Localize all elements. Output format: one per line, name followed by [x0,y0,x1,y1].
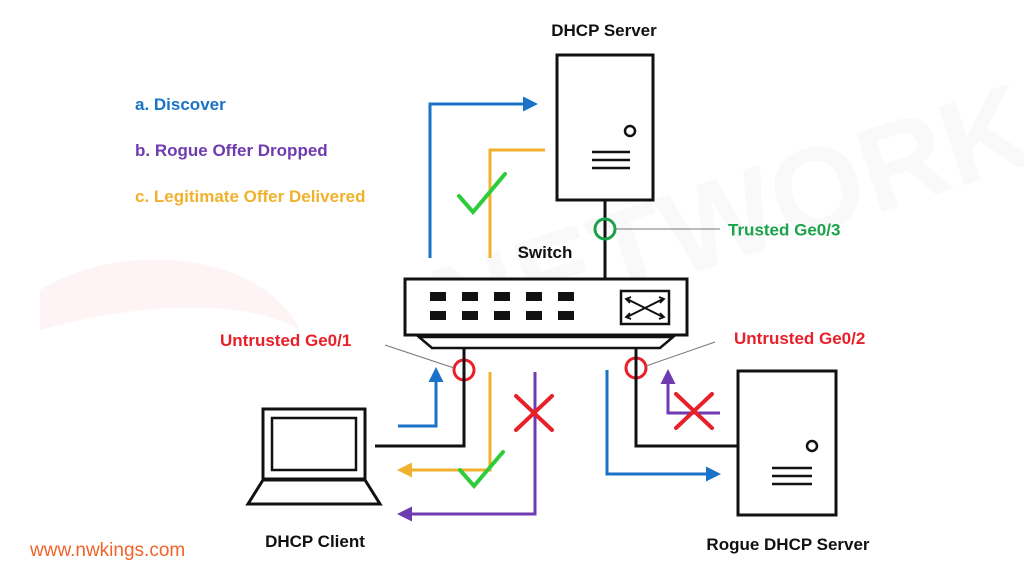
client-cable [375,349,466,448]
dhcp-server-label: DHCP Server [551,21,657,40]
rogue-server-icon [736,369,838,517]
trusted-port-label: Trusted Ge0/3 [728,220,840,239]
rogue-offer-arrow-from-rogue [660,369,720,415]
discover-arrow-to-rogue [605,370,721,482]
rogue-server-label: Rogue DHCP Server [706,535,870,554]
discover-arrow-from-client [398,367,444,428]
rogue-offer-arrow-to-client [397,372,537,522]
legit-offer-arrow-to-client [397,372,492,478]
laptop-icon [245,407,383,506]
switch-label: Switch [518,243,573,262]
untrusted-port-1-leader [384,344,455,369]
legend-rogue-dropped: b. Rogue Offer Dropped [135,141,328,160]
cross-icon-right [674,392,714,430]
cross-icon-left [514,394,554,432]
website-url: www.nwkings.com [29,540,185,561]
untrusted-port-1-label: Untrusted Ge0/1 [220,331,351,350]
check-icon-bottom [458,450,505,490]
dhcp-server-icon [555,53,655,202]
legend-discover: a. Discover [135,95,226,114]
legend-legit-delivered: c. Legitimate Offer Delivered [135,187,366,206]
rogue-cable [634,349,738,448]
untrusted-port-2-label: Untrusted Ge0/2 [734,329,865,348]
dhcp-client-label: DHCP Client [265,532,365,551]
untrusted-port-2-leader [645,341,716,367]
discover-arrow-to-server [428,96,538,258]
legit-offer-line-top [488,148,545,258]
check-icon-top [457,172,507,216]
switch-icon [403,277,689,350]
